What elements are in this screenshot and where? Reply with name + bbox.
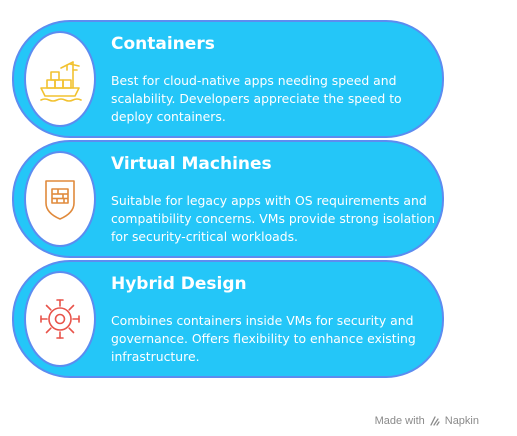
napkin-watermark[interactable]: Made with Napkin xyxy=(375,415,479,427)
icon-circle xyxy=(24,31,96,127)
card-description: Suitable for legacy apps with OS require… xyxy=(111,193,435,244)
card-containers: Containers Best for cloud-native apps ne… xyxy=(12,20,444,138)
brand-label: Napkin xyxy=(444,415,479,427)
card-title: Hybrid Design xyxy=(111,274,247,294)
icon-circle xyxy=(24,151,96,247)
napkin-logo-icon xyxy=(430,416,440,426)
cargo-ship-icon xyxy=(40,61,82,102)
made-with-label: Made with xyxy=(374,415,425,427)
icon-circle xyxy=(24,271,96,367)
card-title: Containers xyxy=(111,34,215,54)
card-virtual-machines: Virtual Machines Suitable for legacy app… xyxy=(12,140,444,258)
card-description: Combines containers inside VMs for secur… xyxy=(111,313,416,364)
card-title: Virtual Machines xyxy=(111,154,272,174)
card-description: Best for cloud-native apps needing speed… xyxy=(111,73,402,124)
virus-sun-icon xyxy=(40,299,80,339)
firewall-shield-icon xyxy=(45,180,75,220)
card-hybrid-design: Hybrid Design Combines containers inside… xyxy=(12,260,444,378)
